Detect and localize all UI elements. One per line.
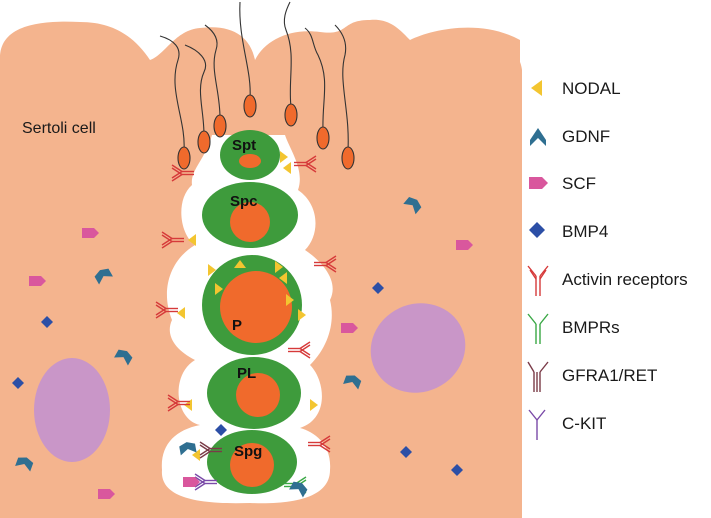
- spermatogonia-cell: Spg: [207, 430, 297, 494]
- legend-label-bmp4: BMP4: [562, 222, 608, 241]
- legend-label-gfra1-ret: GFRA1/RET: [562, 366, 657, 385]
- legend-label-gdnf: GDNF: [562, 127, 610, 146]
- spg-label: Spg: [234, 443, 262, 460]
- sertoli-cell-edge: [500, 48, 522, 518]
- activin-receptor-icon: [527, 265, 549, 296]
- sertoli-nucleus-left: [34, 358, 110, 462]
- legend-item-scf: SCF: [529, 174, 596, 193]
- bmp4-diamond-icon: [529, 222, 545, 238]
- p-label: P: [232, 317, 242, 334]
- legend-label-c-kit: C-KIT: [562, 414, 606, 433]
- preleptotene-cell: PL: [207, 357, 301, 429]
- gdnf-chevron-icon: [530, 128, 546, 146]
- spc-label: Spc: [230, 193, 258, 210]
- legend: NODAL GDNF SCF BMP4: [527, 79, 688, 440]
- spermatocyte-cell: Spc: [202, 182, 298, 248]
- spermatozoa: [159, 1, 355, 170]
- pachytene-cell: P: [202, 255, 302, 355]
- legend-item-bmprs: BMPRs: [527, 313, 620, 344]
- c-kit-receptor-icon: [528, 409, 546, 440]
- spermatid-cell: Spt: [220, 130, 280, 180]
- legend-item-c-kit: C-KIT: [528, 409, 606, 440]
- legend-item-nodal: NODAL: [531, 79, 621, 98]
- sertoli-cell-label: Sertoli cell: [22, 120, 96, 137]
- legend-label-bmprs: BMPRs: [562, 318, 620, 337]
- legend-item-gdnf: GDNF: [530, 127, 610, 146]
- legend-label-nodal: NODAL: [562, 79, 621, 98]
- legend-item-activin: Activin receptors: [527, 265, 688, 296]
- legend-label-scf: SCF: [562, 174, 596, 193]
- sertoli-nucleus-right: [370, 303, 466, 393]
- spt-label: Spt: [232, 137, 256, 154]
- bmpr-receptor-icon: [527, 313, 549, 344]
- legend-item-gfra1-ret: GFRA1/RET: [527, 361, 657, 392]
- nodal-triangle-icon: [531, 80, 542, 96]
- legend-label-activin: Activin receptors: [562, 270, 688, 289]
- gfra1-ret-receptor-icon: [527, 361, 549, 392]
- pl-label: PL: [237, 365, 256, 382]
- scf-pentagon-icon: [529, 177, 548, 189]
- legend-item-bmp4: BMP4: [529, 222, 608, 241]
